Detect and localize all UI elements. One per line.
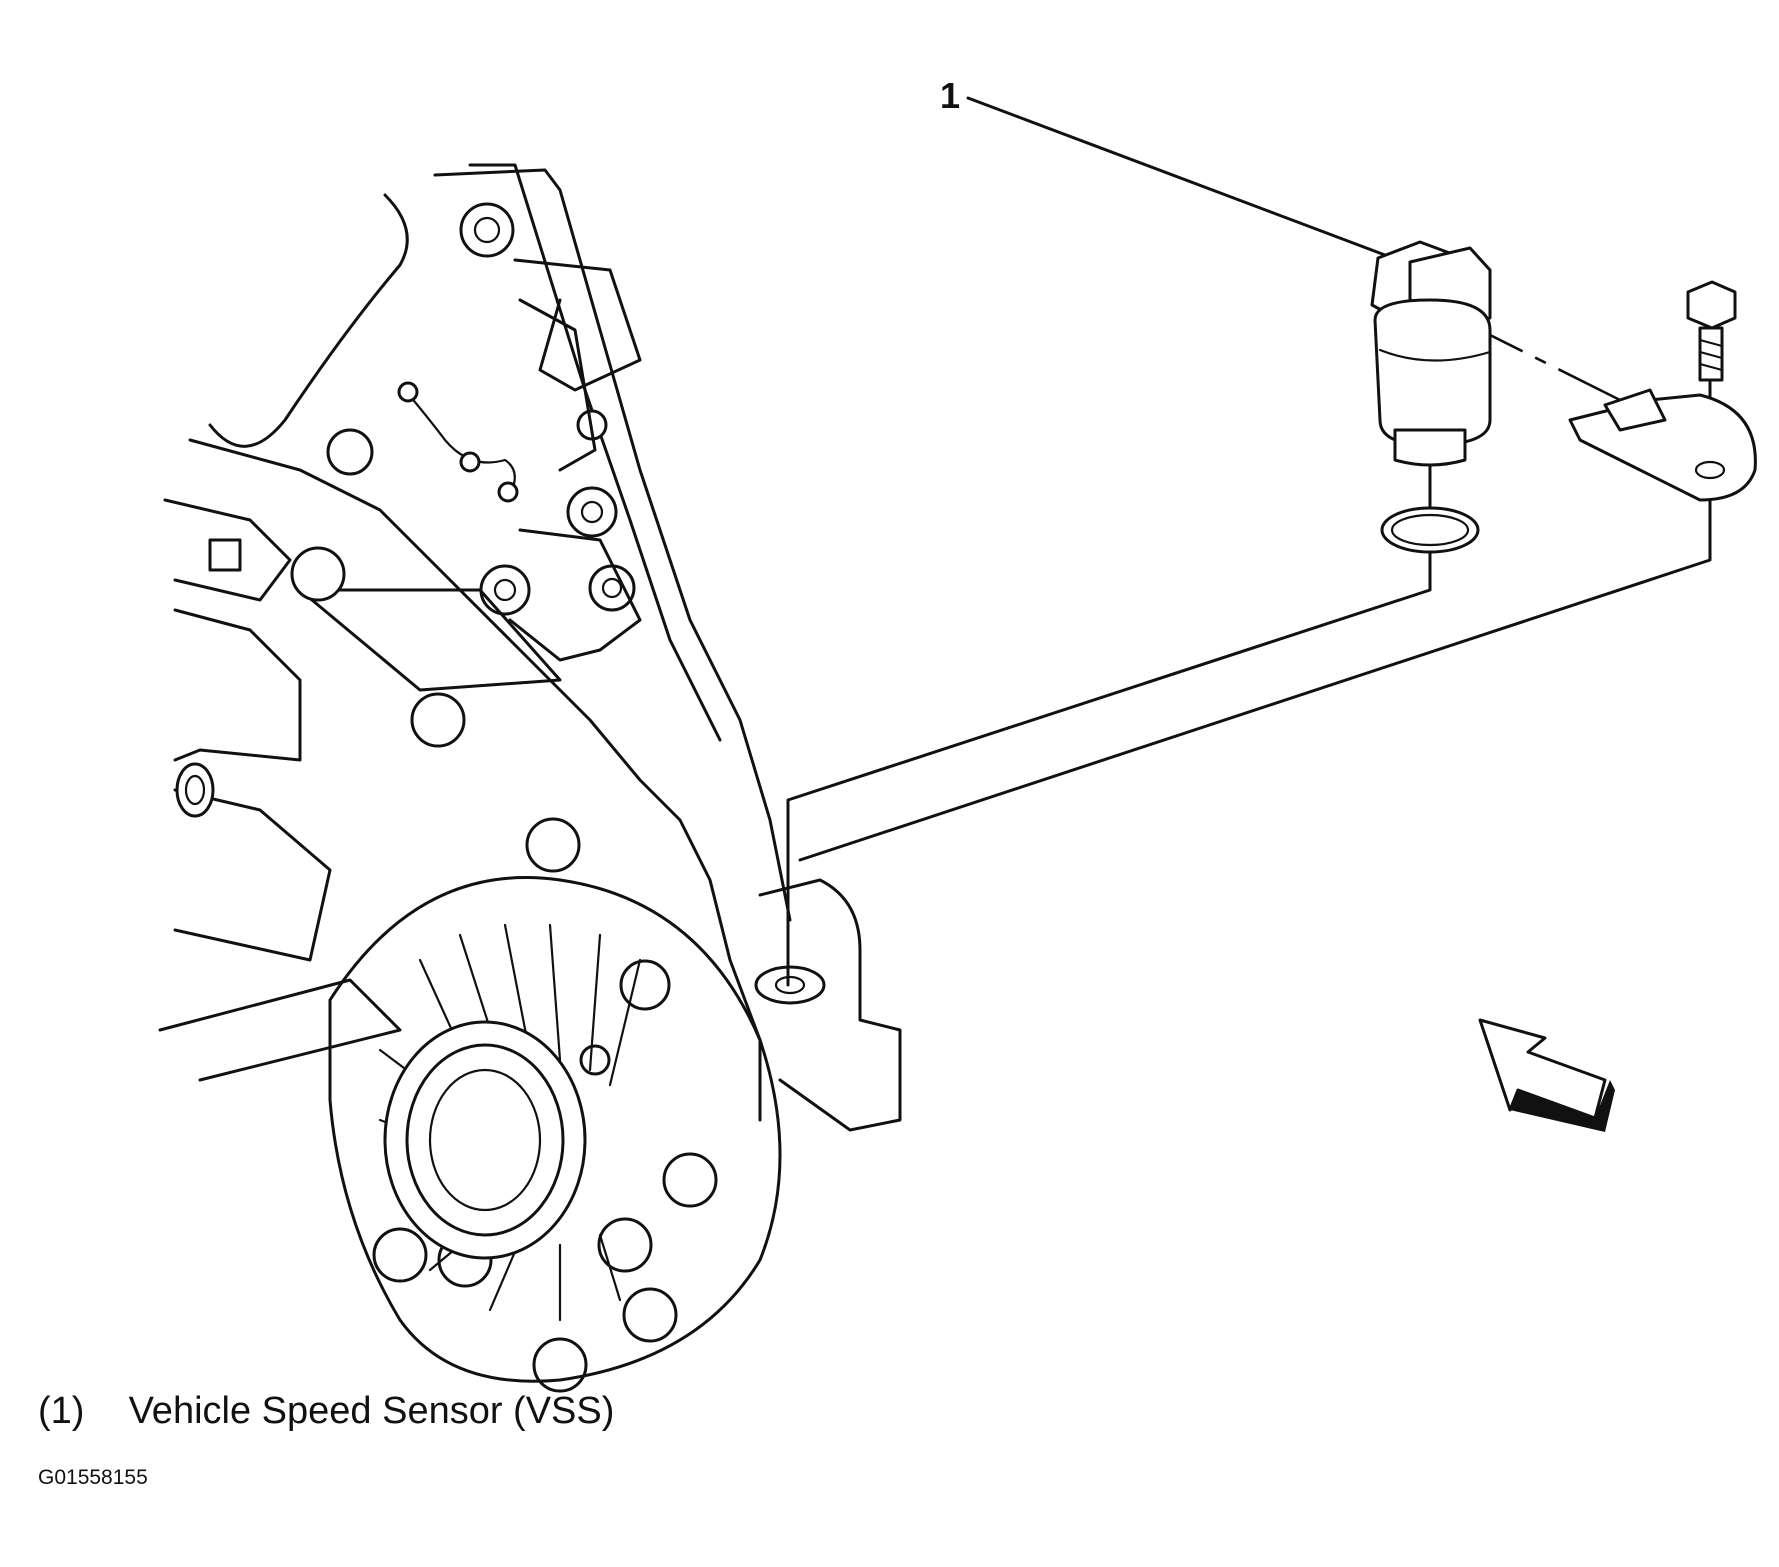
retainer-bolt bbox=[1686, 280, 1737, 382]
sensor-retainer-bracket bbox=[1568, 388, 1757, 502]
legend-item-label: Vehicle Speed Sensor (VSS) bbox=[128, 1390, 615, 1432]
legend: (1) Vehicle Speed Sensor (VSS) bbox=[38, 1390, 614, 1433]
transmission-case bbox=[158, 163, 902, 1393]
callout-number: 1 bbox=[940, 75, 960, 116]
legend-item-number: (1) bbox=[38, 1390, 85, 1432]
o-ring-seal bbox=[1380, 506, 1480, 554]
figure-id: G01558155 bbox=[38, 1466, 148, 1489]
view-direction-arrow bbox=[1478, 1018, 1615, 1132]
vehicle-speed-sensor bbox=[1370, 240, 1492, 467]
callout-1: 1 bbox=[940, 75, 1387, 257]
exploded-view-illustration: 1 bbox=[158, 75, 1757, 1393]
case-bolts bbox=[290, 546, 718, 1393]
